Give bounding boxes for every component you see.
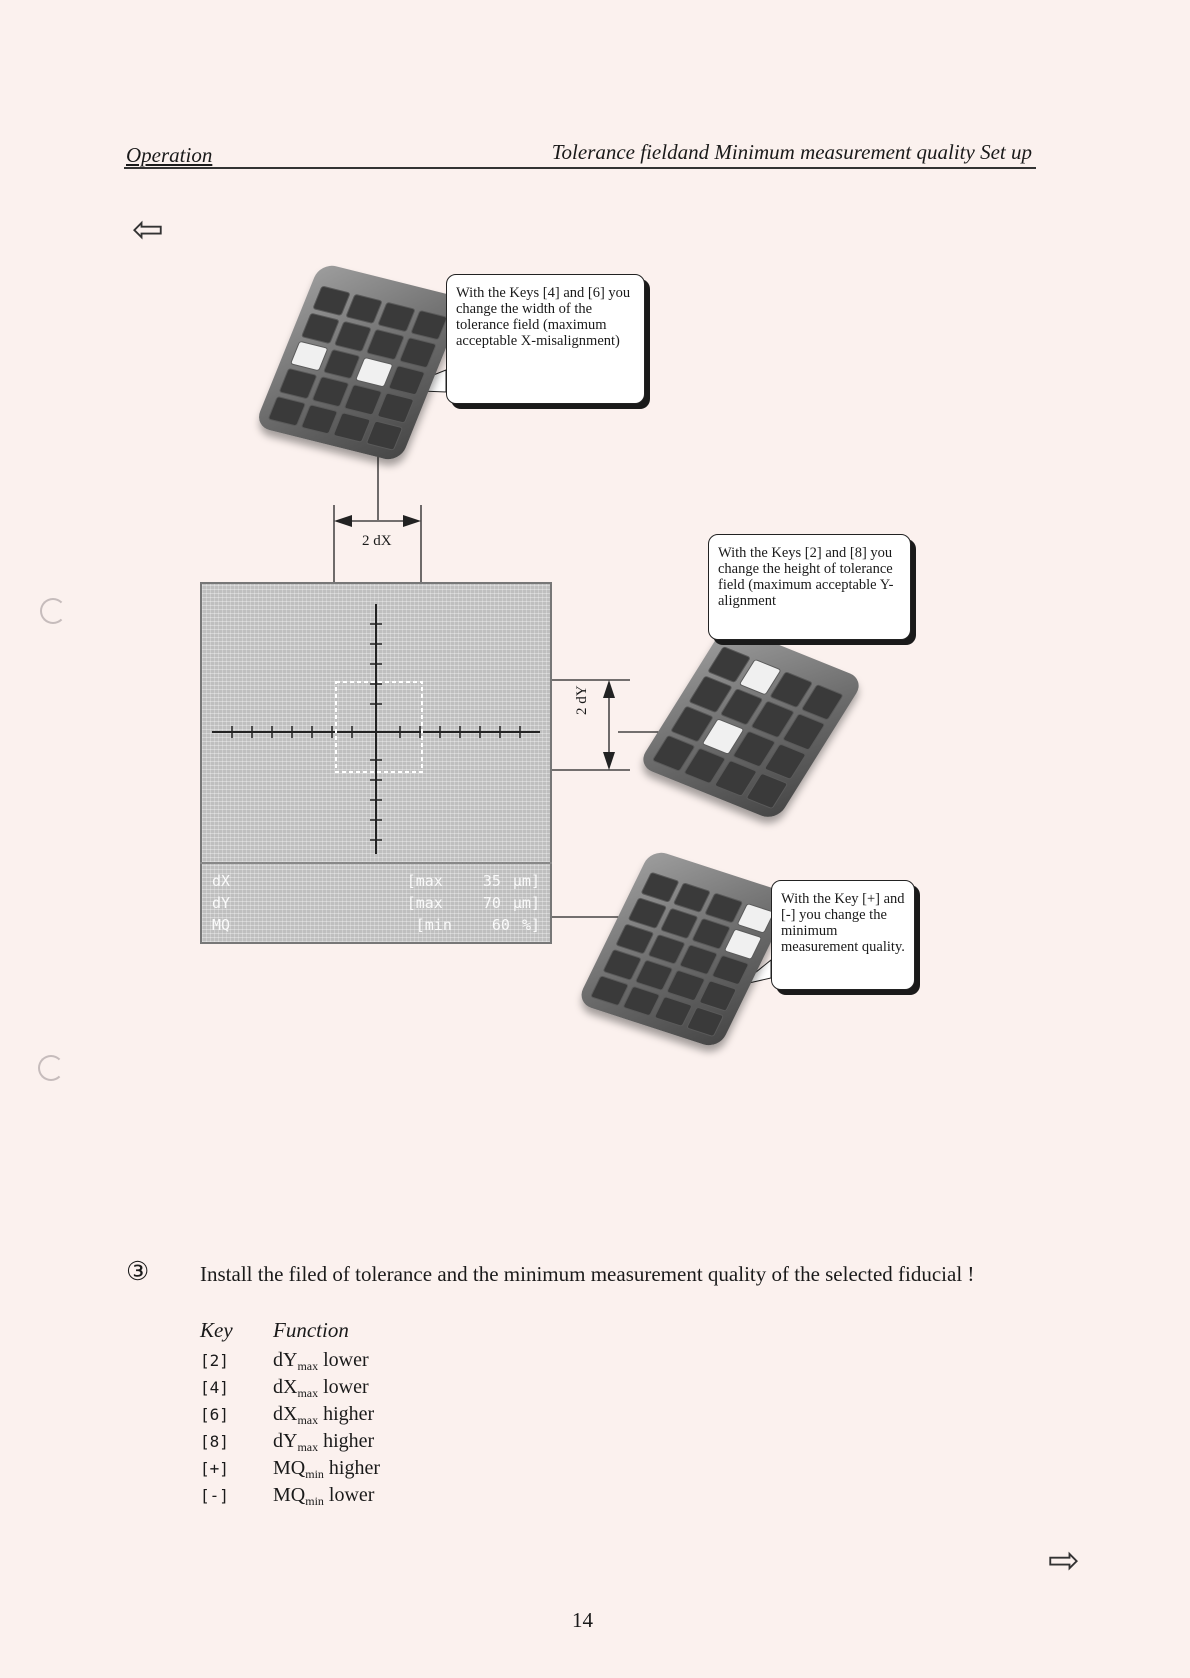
table-row: [2] dYmax lower (200, 1349, 380, 1376)
page-number: 14 (572, 1608, 593, 1633)
table-row: [6] dXmax higher (200, 1403, 380, 1430)
screen-row-label: dY (212, 894, 230, 916)
dy-dimension-label: 2 dY (574, 685, 591, 715)
step-number: ③ (126, 1257, 149, 1287)
diagram-lines (0, 0, 1190, 1100)
screen-row-bracket: [max (407, 872, 443, 894)
key-cell: [2] (200, 1351, 273, 1370)
function-cell: dYmax higher (273, 1430, 374, 1455)
key-cell: [4] (200, 1378, 273, 1397)
screen-row-bracket: [max (407, 894, 443, 916)
screen-row-label: dX (212, 872, 230, 894)
function-cell: MQmin higher (273, 1457, 380, 1482)
screen-row-unit: %] (522, 916, 540, 938)
crosshair-graphic (202, 584, 550, 864)
key-column-header: Key (200, 1318, 273, 1343)
key-cell: [8] (200, 1432, 273, 1451)
table-row: [8] dYmax higher (200, 1430, 380, 1457)
screen-row-mq: MQ [min 60 %] (212, 916, 540, 938)
key-cell: [6] (200, 1405, 273, 1424)
screen-row-label: MQ (212, 916, 230, 938)
screen-row-unit: µm] (513, 894, 540, 916)
key-function-table: Key Function [2] dYmax lower [4] dXmax l… (200, 1318, 380, 1511)
function-cell: dXmax higher (273, 1403, 374, 1428)
callout-quality-keys: With the Key [+] and [-] you change the … (771, 880, 915, 990)
function-cell: dXmax lower (273, 1376, 369, 1401)
callout-width-keys: With the Keys [4] and [6] you change the… (446, 274, 645, 404)
key-cell: [-] (200, 1486, 273, 1505)
screen-row-dy: dY [max 70 µm] (212, 894, 540, 916)
screen-row-value: 70 (483, 894, 501, 916)
screen-status-panel: dX [max 35 µm] dY [max 70 µm] MQ [min 60… (200, 862, 552, 944)
step-instruction: Install the filed of tolerance and the m… (200, 1262, 974, 1287)
screen-row-value: 35 (483, 872, 501, 894)
table-row: [+] MQmin higher (200, 1457, 380, 1484)
screen-row-value: 60 (492, 916, 510, 938)
callout-height-keys: With the Keys [2] and [8] you change the… (708, 534, 911, 640)
dx-dimension-label: 2 dX (362, 533, 392, 550)
table-row: [-] MQmin lower (200, 1484, 380, 1511)
function-cell: MQmin lower (273, 1484, 374, 1509)
screen-row-unit: µm] (513, 872, 540, 894)
key-cell: [+] (200, 1459, 273, 1478)
screen-row-bracket: [min (416, 916, 452, 938)
forward-arrow-icon[interactable]: ⇨ (1048, 1538, 1080, 1583)
table-row: [4] dXmax lower (200, 1376, 380, 1403)
function-cell: dYmax lower (273, 1349, 369, 1374)
table-header: Key Function (200, 1318, 380, 1345)
screen-row-dx: dX [max 35 µm] (212, 872, 540, 894)
function-column-header: Function (273, 1318, 349, 1343)
